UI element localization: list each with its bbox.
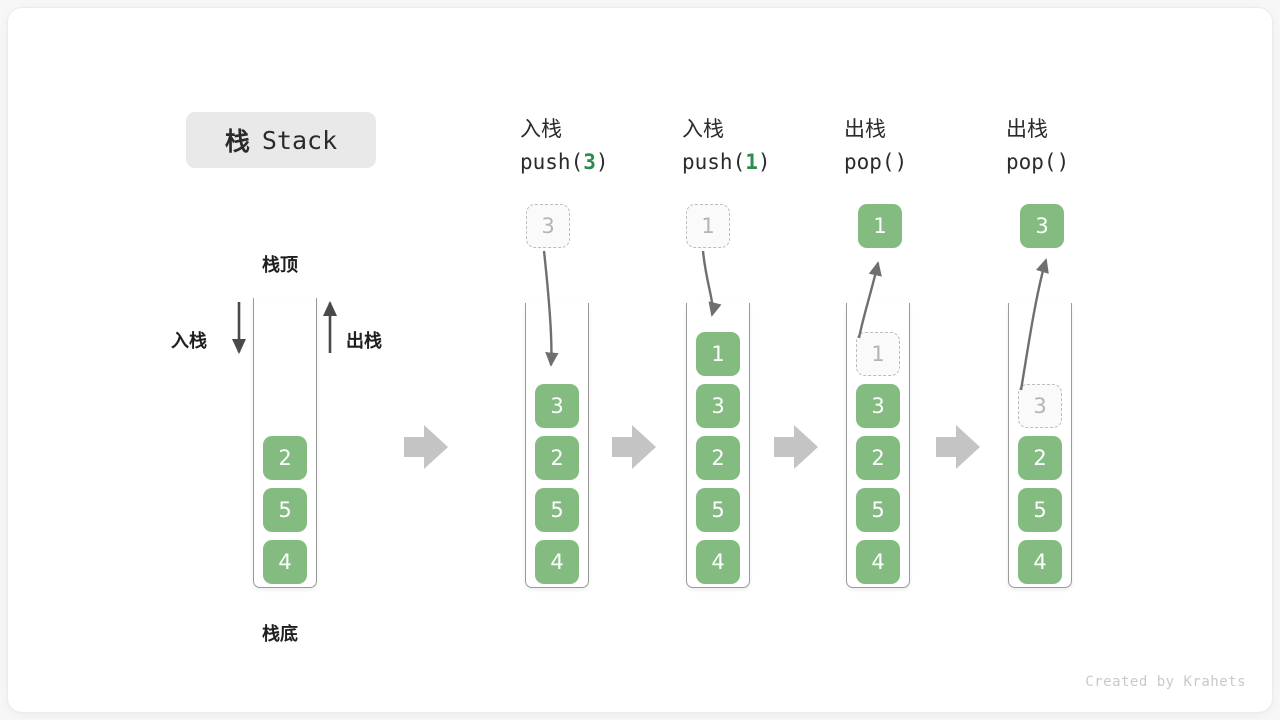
stack-cell: 5 (856, 488, 900, 532)
column-header-line1: 入栈 (682, 117, 724, 141)
code-arg: 1 (745, 150, 758, 174)
stack-cell: 2 (856, 436, 900, 480)
code-suffix: ) (1056, 150, 1070, 174)
stack-cell: 5 (696, 488, 740, 532)
stack-after-push-3: 3 2 5 4 (525, 303, 589, 588)
stack-cells: 3 2 5 4 (1008, 376, 1072, 584)
label-stack-bottom: 栈底 (262, 624, 298, 645)
stack-cell: 4 (696, 540, 740, 584)
stack-cell: 4 (263, 540, 307, 584)
label-pop-side: 出栈 (346, 331, 382, 352)
diagram-card: 栈 Stack 栈顶 栈底 入栈 出栈 2 5 4 入栈 push(3) 3 3… (8, 8, 1272, 712)
stack-cell-ghost: 1 (856, 332, 900, 376)
stack-cell: 4 (1018, 540, 1062, 584)
stack-cells: 1 3 2 5 4 (846, 324, 910, 584)
stage-block-arrow (774, 425, 818, 469)
stage-block-arrow (404, 425, 448, 469)
incoming-ghost-cell: 3 (526, 204, 570, 248)
code-prefix: pop( (1006, 150, 1057, 174)
stack-before-pop-1: 1 3 2 5 4 (846, 303, 910, 588)
popped-cell: 1 (858, 204, 902, 248)
footer-credit: Created by Krahets (1085, 674, 1246, 690)
stack-cell: 5 (535, 488, 579, 532)
stack-cell: 3 (856, 384, 900, 428)
stage-block-arrow (612, 425, 656, 469)
diagram-stage: 栈 Stack 栈顶 栈底 入栈 出栈 2 5 4 入栈 push(3) 3 3… (8, 8, 1272, 712)
stage-block-arrow (936, 425, 980, 469)
stack-cell: 2 (1018, 436, 1062, 480)
stack-cell: 2 (696, 436, 740, 480)
incoming-ghost-cell: 1 (686, 204, 730, 248)
title-cn: 栈 (224, 127, 251, 156)
stack-cell: 2 (535, 436, 579, 480)
code-prefix: pop( (844, 150, 895, 174)
stack-initial: 2 5 4 (253, 298, 317, 588)
title-chip: 栈 Stack (186, 112, 376, 168)
stack-cell: 3 (696, 384, 740, 428)
column-header-line2: push(1) (682, 147, 771, 177)
stack-cell: 5 (1018, 488, 1062, 532)
stack-cell: 3 (535, 384, 579, 428)
stack-cell-ghost: 3 (1018, 384, 1062, 428)
code-arg: 3 (583, 150, 596, 174)
stack-cells: 1 3 2 5 4 (686, 324, 750, 584)
column-header-line2: pop() (844, 147, 907, 177)
stack-cell: 1 (696, 332, 740, 376)
column-header-line1: 入栈 (520, 117, 562, 141)
popped-cell: 3 (1020, 204, 1064, 248)
stack-after-push-1: 1 3 2 5 4 (686, 303, 750, 588)
code-suffix: ) (894, 150, 908, 174)
code-suffix: ) (757, 150, 771, 174)
column-header-pop-3: 出栈 pop() (1006, 116, 1069, 177)
column-header-line1: 出栈 (844, 117, 886, 141)
label-push-side: 入栈 (171, 331, 207, 352)
stack-cell: 4 (856, 540, 900, 584)
column-header-push-1: 入栈 push(1) (682, 116, 771, 177)
title-en: Stack (261, 125, 338, 155)
column-header-line2: pop() (1006, 147, 1069, 177)
stack-cell: 4 (535, 540, 579, 584)
column-header-line1: 出栈 (1006, 117, 1048, 141)
code-suffix: ) (595, 150, 609, 174)
stack-before-pop-3: 3 2 5 4 (1008, 303, 1072, 588)
code-prefix: push( (520, 150, 584, 174)
code-prefix: push( (682, 150, 746, 174)
stack-cells: 3 2 5 4 (525, 376, 589, 584)
stack-cell: 5 (263, 488, 307, 532)
column-header-pop-1: 出栈 pop() (844, 116, 907, 177)
stack-cell: 2 (263, 436, 307, 480)
column-header-line2: push(3) (520, 147, 609, 177)
stack-cells: 2 5 4 (253, 428, 317, 584)
label-stack-top: 栈顶 (262, 255, 298, 276)
column-header-push-3: 入栈 push(3) (520, 116, 609, 177)
